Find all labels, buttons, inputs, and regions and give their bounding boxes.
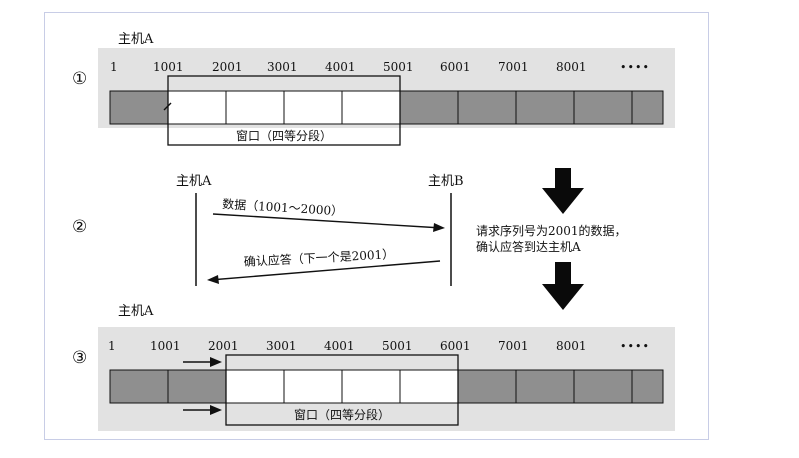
step1-tick: 2001 — [212, 60, 243, 74]
segment-window — [283, 90, 343, 125]
step1-tick: 4001 — [325, 60, 356, 74]
step3-tick: 5001 — [382, 339, 413, 353]
step1-tick: 1001 — [153, 60, 184, 74]
step3-segments — [109, 369, 664, 404]
step3-tick: 4001 — [324, 339, 355, 353]
step3-marker: ③ — [72, 348, 87, 368]
segment-window — [341, 90, 401, 125]
step-3: 主机A ③ 1 1001 2001 3001 4001 5001 6001 70… — [72, 304, 675, 431]
step3-tick: 1 — [108, 339, 116, 353]
step1-tick: 8001 — [556, 60, 587, 74]
step1-tick-ellipsis: •••• — [620, 61, 650, 74]
segment-shaded — [399, 90, 459, 125]
segment-window — [167, 90, 227, 125]
data-arrow — [212, 213, 443, 229]
down-arrow-icon — [542, 262, 584, 310]
segment-shaded — [515, 369, 575, 404]
step1-tick: 1 — [110, 60, 118, 74]
step-1: 主机A ① 1 1001 2001 3001 4001 5001 6001 70… — [72, 32, 675, 146]
segment-shaded — [573, 369, 633, 404]
slide-arrow-icon — [210, 405, 222, 415]
step2-note-line2: 确认应答到达主机A — [476, 239, 581, 254]
step1-window-frame — [167, 75, 401, 146]
segment-shaded — [631, 369, 664, 404]
step3-tick-ellipsis: •••• — [620, 340, 650, 353]
step1-marker: ① — [72, 69, 87, 89]
step3-tick: 3001 — [266, 339, 297, 353]
step1-tick: 7001 — [498, 60, 529, 74]
step1-tick-labels: 1 1001 2001 3001 4001 5001 6001 7001 800… — [110, 60, 650, 74]
segment-shaded — [457, 90, 517, 125]
slide-arrow-icon — [210, 357, 222, 367]
segment-shaded — [457, 369, 517, 404]
data-arrowhead — [433, 223, 445, 232]
segment-window — [283, 369, 343, 404]
step2-host-a-label: 主机A — [176, 174, 212, 189]
step3-window-label: 窗口（四等分段） — [294, 407, 390, 422]
ack-message: 确认应答（下一个是2001） — [243, 246, 394, 269]
segment-shaded — [631, 90, 664, 125]
segment-shaded — [167, 369, 227, 404]
ack-arrowhead — [207, 275, 219, 284]
segment-shaded — [109, 369, 169, 404]
segment-window — [399, 369, 459, 404]
step1-tick: 5001 — [383, 60, 414, 74]
segment-shaded — [515, 90, 575, 125]
segment-shaded — [109, 90, 169, 125]
step3-tick: 8001 — [556, 339, 587, 353]
step3-tick: 1001 — [150, 339, 181, 353]
data-message: 数据（1001～2000） — [222, 196, 344, 218]
step2-marker: ② — [72, 217, 87, 237]
step2-host-b-label: 主机B — [428, 174, 464, 189]
ack-arrow — [209, 260, 441, 281]
step1-window-label: 窗口（四等分段） — [236, 128, 332, 143]
step3-tick-labels: 1 1001 2001 3001 4001 5001 6001 7001 800… — [108, 339, 650, 353]
step3-tick: 2001 — [208, 339, 239, 353]
segment-window — [225, 90, 285, 125]
step1-tick: 6001 — [440, 60, 471, 74]
step1-segments — [109, 90, 664, 125]
step3-tick: 6001 — [440, 339, 471, 353]
step1-host-label: 主机A — [118, 32, 154, 47]
step-2: ② 主机A 主机B 数据（1001～2000） 确认应答（下一个是2001） 请… — [72, 168, 627, 310]
step3-window-frame — [225, 354, 459, 426]
down-arrow-icon — [542, 168, 584, 214]
step1-tick: 3001 — [267, 60, 298, 74]
step3-host-label: 主机A — [118, 304, 154, 319]
segment-window — [225, 369, 285, 404]
segment-shaded — [573, 90, 633, 125]
cursor-mark — [163, 102, 172, 111]
segment-window — [341, 369, 401, 404]
step2-note-line1: 请求序列号为2001的数据， — [476, 223, 627, 238]
step3-tick: 7001 — [498, 339, 529, 353]
